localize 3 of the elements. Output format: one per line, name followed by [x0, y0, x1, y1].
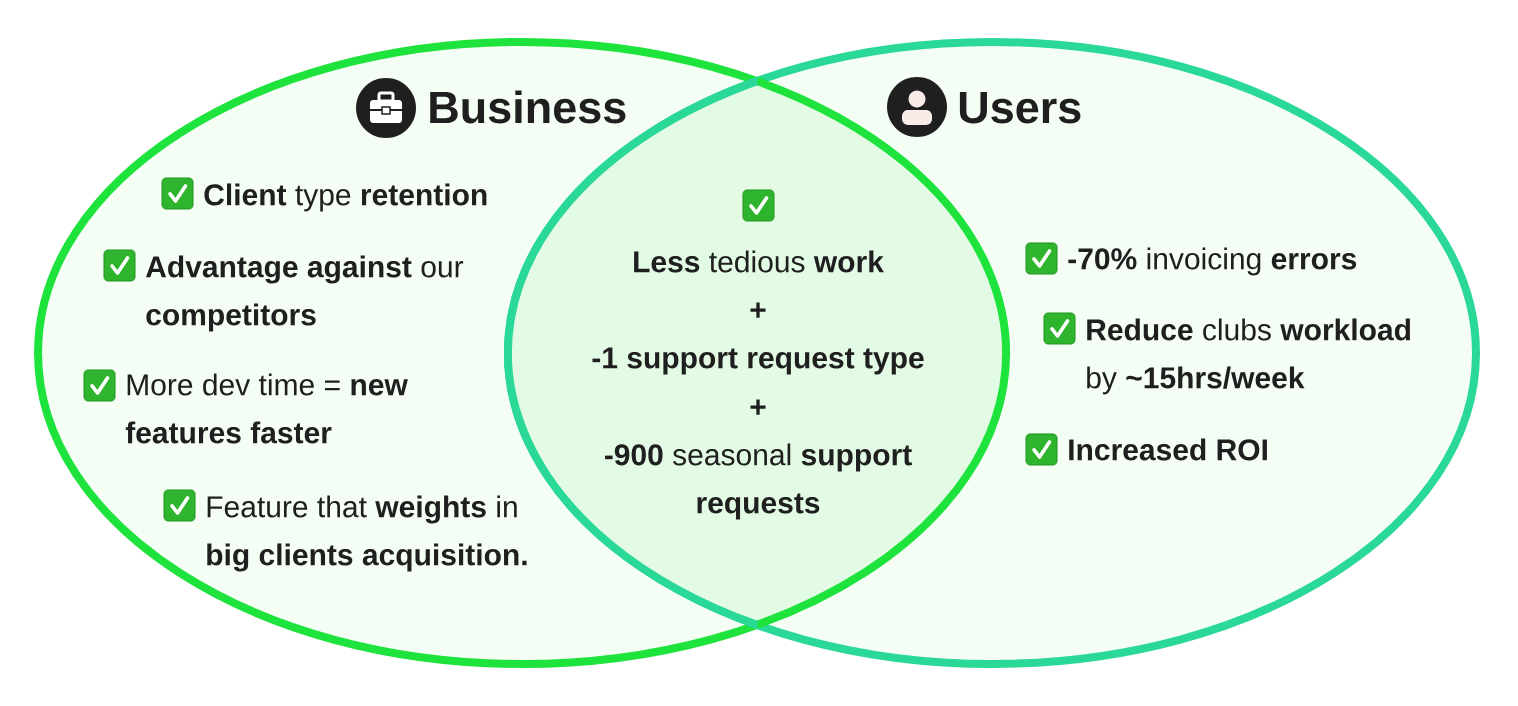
item-text: Reduce clubs workload by ~15hrs/week [1087, 318, 1410, 395]
item-text: Increased ROI [1069, 438, 1267, 461]
item-text: -70% invoicing errors [1068, 247, 1357, 276]
